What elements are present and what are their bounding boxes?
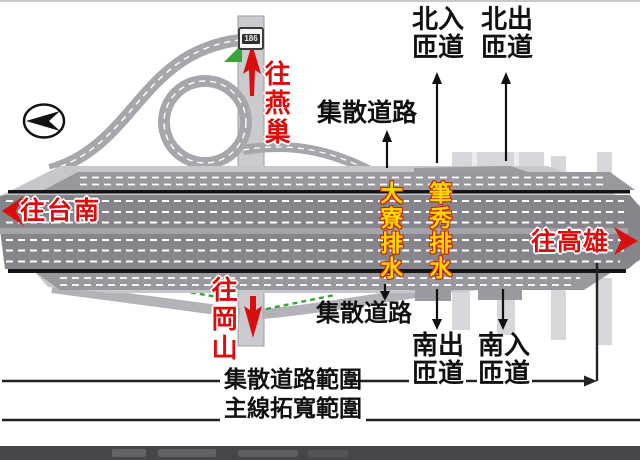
measurement-lines: [2, 263, 640, 422]
label-collector-north: 集散道路: [317, 99, 418, 127]
south-gore-platform-1: [415, 290, 451, 301]
label-bixiu-drainage: 筆秀排水: [425, 181, 452, 281]
south-direction-arrow: [244, 296, 262, 338]
label-collector-south: 集散道路: [316, 300, 412, 327]
interchange-ramps-north: [48, 34, 375, 177]
north-direction-arrow: [243, 44, 261, 96]
collector-road-north: [44, 172, 635, 190]
median-strip: [0, 228, 628, 234]
route-shield-number: 186: [242, 33, 260, 44]
bottom-band: [0, 446, 640, 460]
mainline-lane-markings: [6, 200, 624, 263]
label-daliao-drainage: 大寮排水: [376, 181, 403, 281]
green-gore-marking: [224, 44, 242, 62]
mainline-edge-south: [8, 269, 626, 273]
label-mainline-range: 主線拓寬範圍: [224, 395, 362, 421]
east-direction-arrow: [614, 227, 638, 255]
callout-arrowheads: [380, 72, 511, 330]
green-marking-right: [265, 293, 336, 311]
collector-lane-markings: [60, 176, 608, 286]
direction-label-gangshan: 往岡山: [208, 276, 239, 363]
direction-label-yanchao: 往燕巢: [261, 60, 292, 147]
collector-road-south: [35, 272, 612, 290]
label-north-out-ramp: 北出 匝道: [480, 4, 533, 62]
west-direction-arrow: [2, 196, 24, 226]
route-shield: 186: [238, 27, 264, 50]
compass-icon: [22, 103, 66, 139]
south-gore-platform-2: [478, 290, 522, 300]
callout-arrows: [383, 82, 508, 320]
label-north-in-ramp: 北入 匝道: [411, 4, 464, 62]
direction-label-kaohsiung: 往高雄: [531, 228, 610, 256]
top-border: [0, 0, 640, 2]
label-south-in-ramp: 南入 匝道: [477, 330, 530, 388]
label-south-out-ramp: 南出 匝道: [411, 330, 464, 388]
label-collector-range: 集散道路範圍: [224, 366, 362, 392]
direction-label-tainan: 往台南: [20, 197, 102, 225]
mainline-edge-north: [8, 190, 630, 194]
measurement-arrowhead: [584, 375, 597, 387]
